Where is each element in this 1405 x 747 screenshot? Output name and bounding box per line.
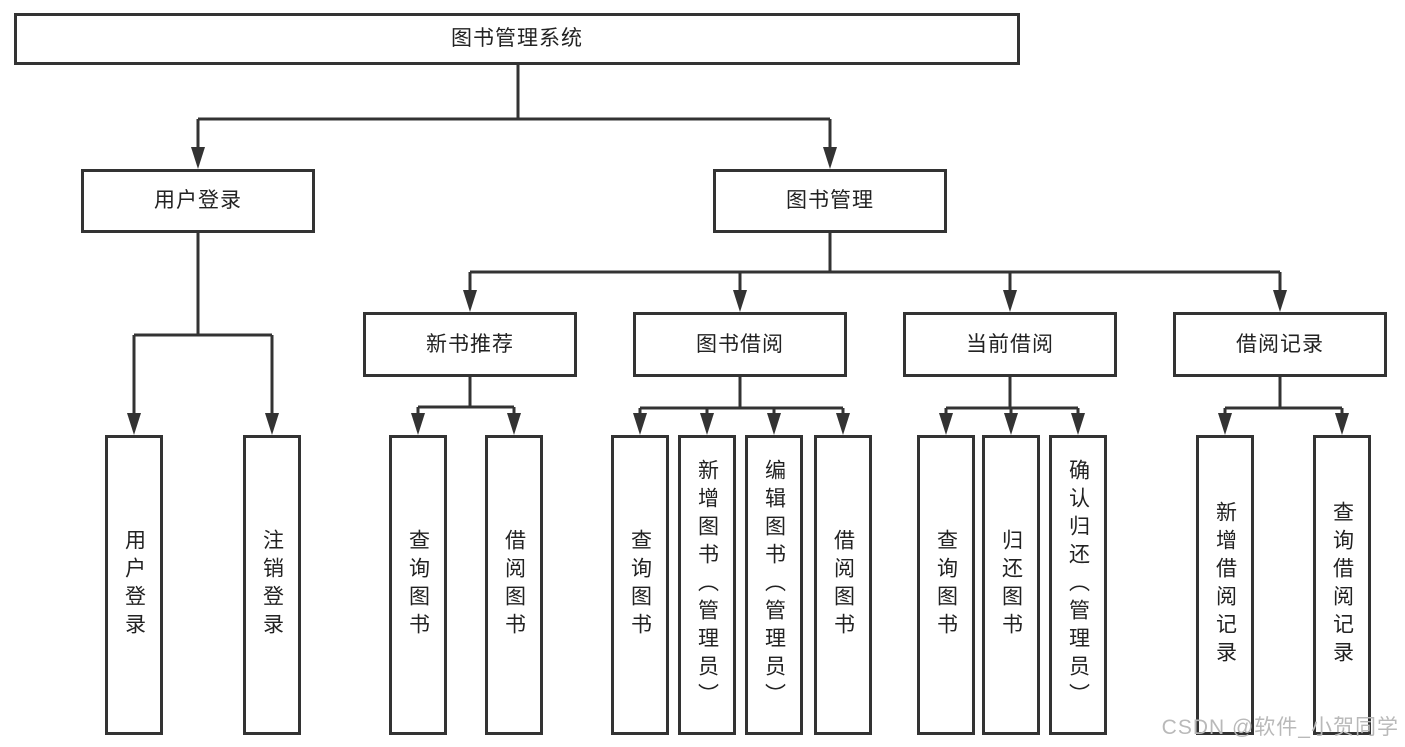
leaf-user-login: 用户登录 [105, 435, 163, 735]
node-new-book-recommend: 新书推荐 [363, 312, 577, 377]
node-book-management: 图书管理 [713, 169, 947, 233]
leaf-edit-book-admin: 编辑图书（管理员） [745, 435, 803, 735]
leaf-query-book-borrow: 查询图书 [611, 435, 669, 735]
leaf-confirm-return-admin: 确认归还（管理员） [1049, 435, 1107, 735]
leaf-query-book-recommend: 查询图书 [389, 435, 447, 735]
node-user-login: 用户登录 [81, 169, 315, 233]
leaf-borrow-book-recommend: 借阅图书 [485, 435, 543, 735]
leaf-query-book-current: 查询图书 [917, 435, 975, 735]
leaf-add-book-admin: 新增图书（管理员） [678, 435, 736, 735]
leaf-borrow-book: 借阅图书 [814, 435, 872, 735]
node-borrow-records: 借阅记录 [1173, 312, 1387, 377]
csdn-watermark: CSDN @软件_小贺同学 [1161, 716, 1399, 739]
leaf-return-book: 归还图书 [982, 435, 1040, 735]
arrowheads [127, 147, 1349, 435]
leaf-add-borrow-record: 新增借阅记录 [1196, 435, 1254, 735]
node-library-management-system: 图书管理系统 [14, 13, 1020, 65]
leaf-query-borrow-record: 查询借阅记录 [1313, 435, 1371, 735]
node-current-borrow: 当前借阅 [903, 312, 1117, 377]
node-book-borrow: 图书借阅 [633, 312, 847, 377]
leaf-logout-login: 注销登录 [243, 435, 301, 735]
